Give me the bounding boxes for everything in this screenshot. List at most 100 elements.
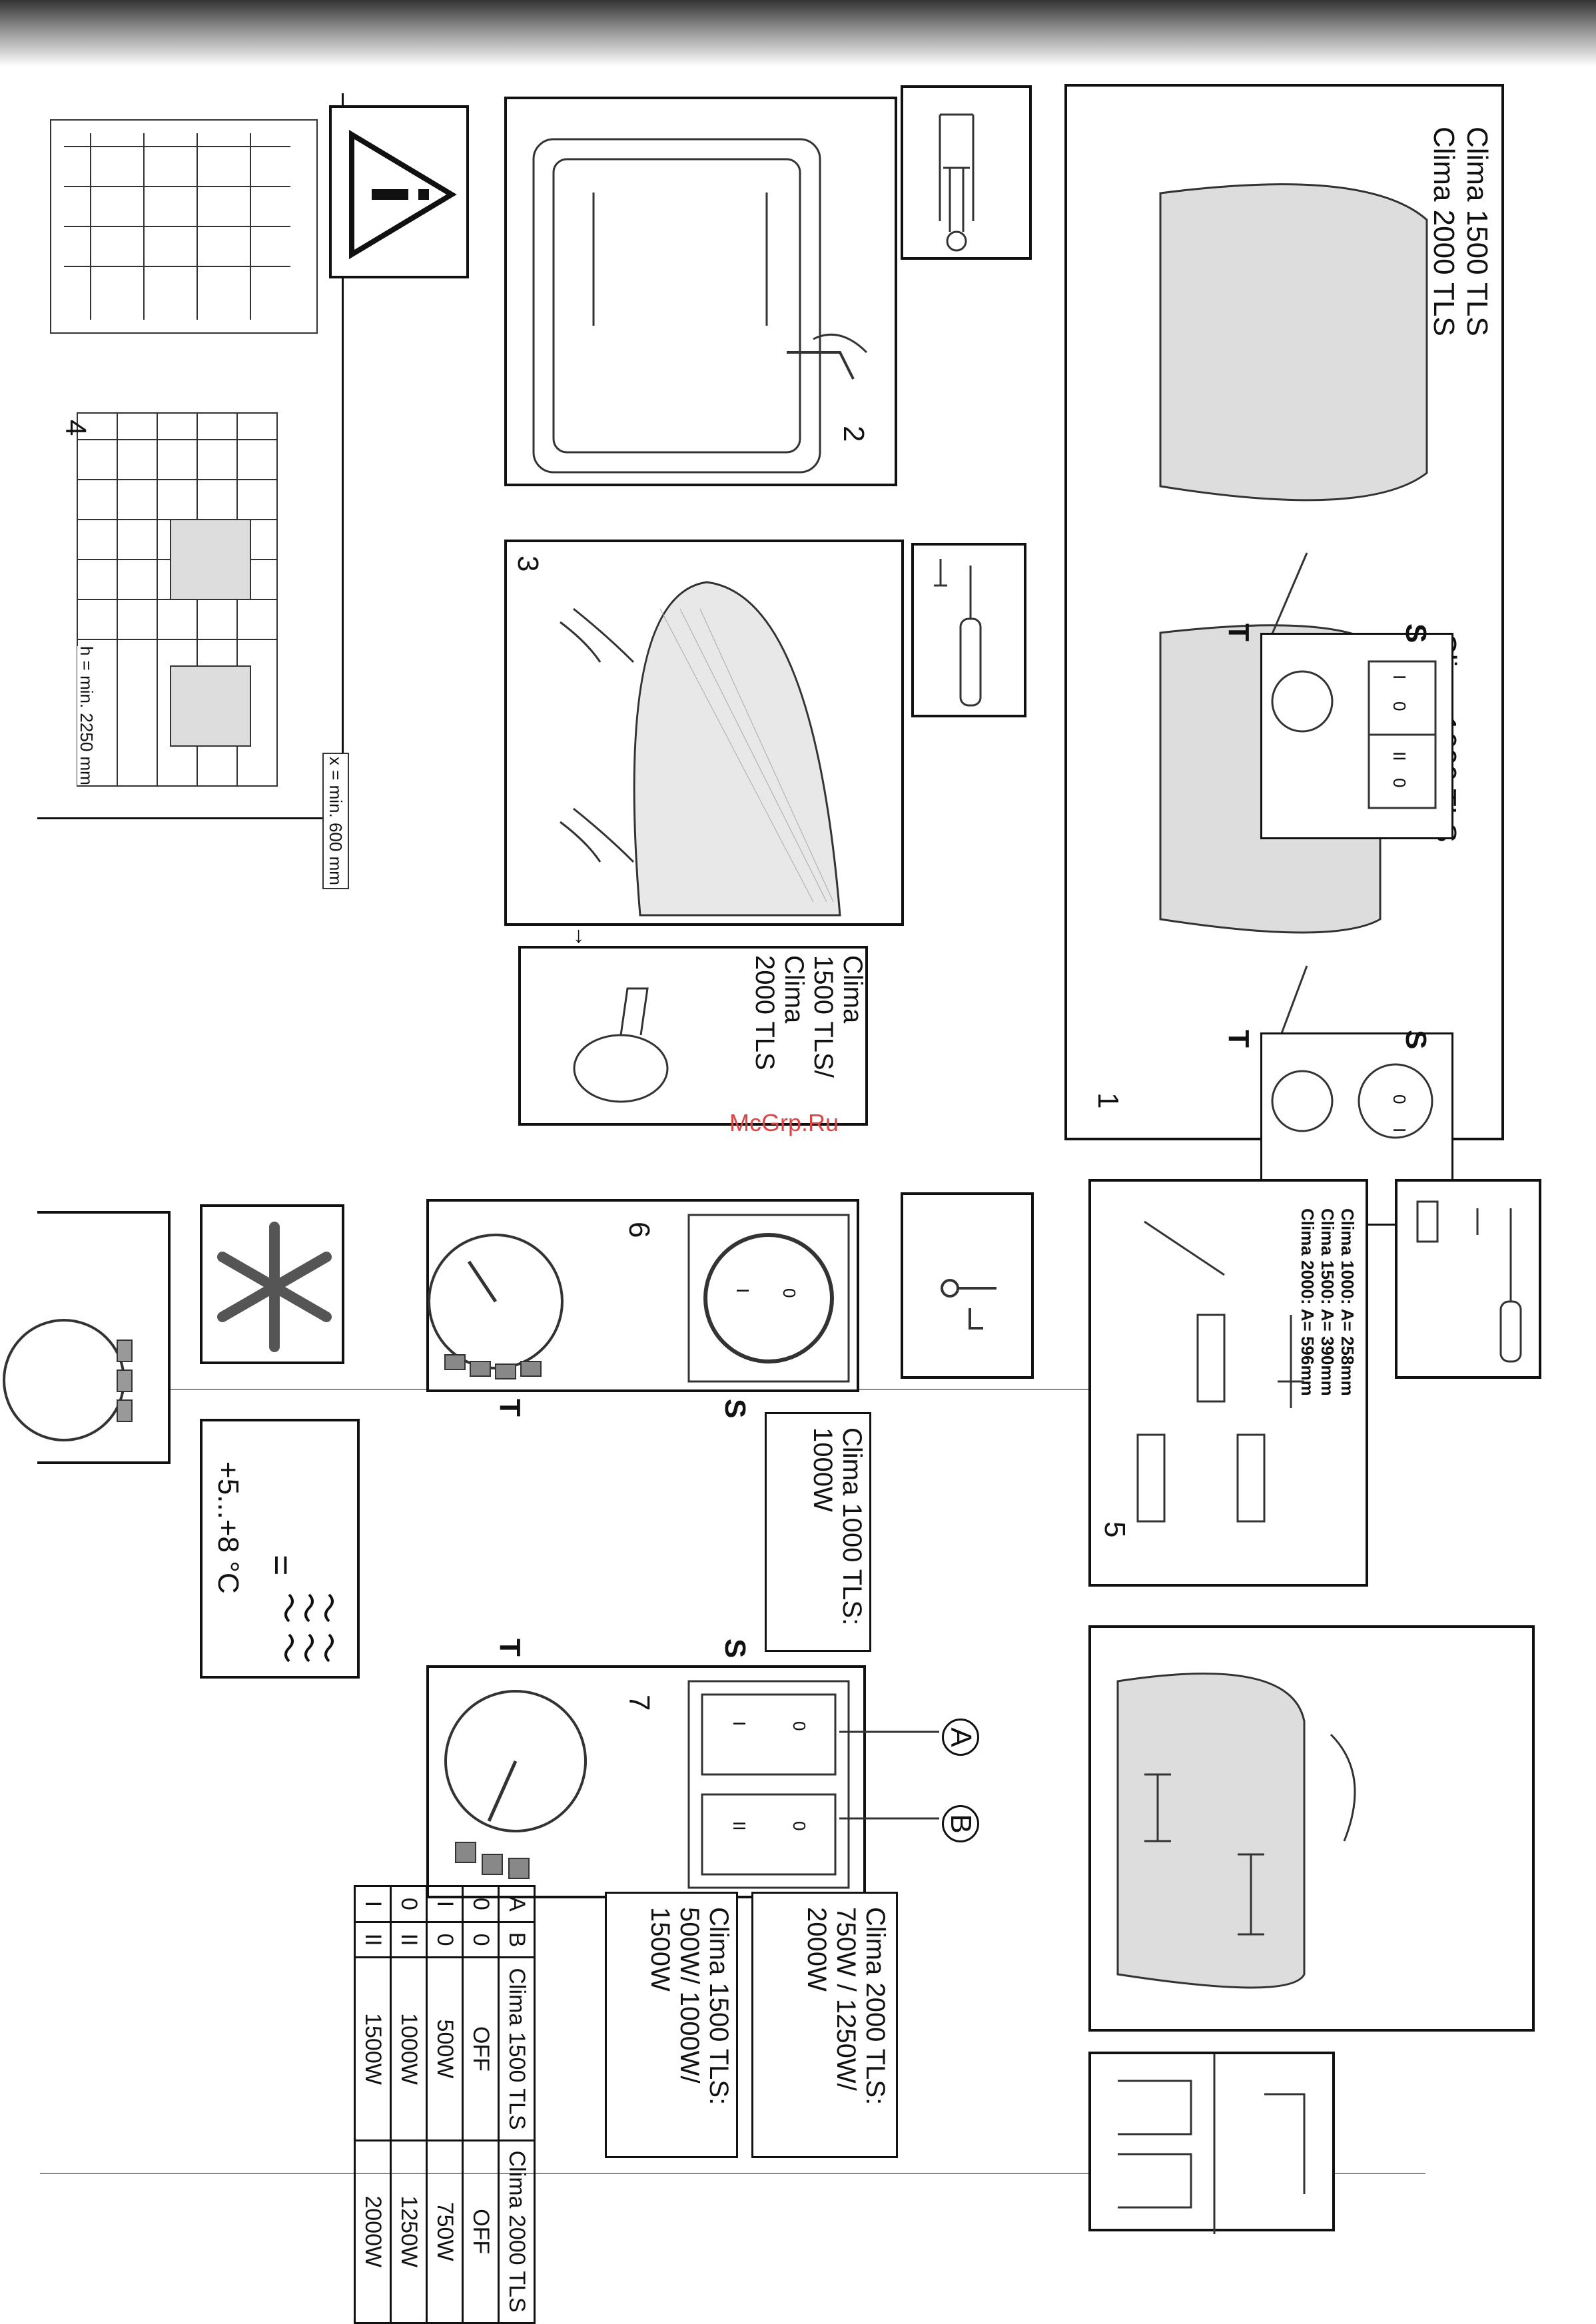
bracket-removal-drawing (1116, 1673, 1356, 1989)
model-2000-box: Clima 2000 TLS: 750W / 1250W/ 2000W (751, 1892, 898, 2158)
panel-6-switch-0: 0 (779, 1288, 799, 1298)
warning-triangle-icon (349, 129, 457, 260)
table-cell: 1500W (354, 1957, 391, 2141)
panel-7-switch-0b: 0 (789, 1821, 809, 1831)
t-label-upper: T (1222, 623, 1255, 641)
panel-1-models: Clima 1500 TLS Clima 2000 TLS Clima 1000… (1064, 84, 1504, 1226)
bracket-removal-panel (1088, 1625, 1535, 2032)
model-1500-label: Clima 1500 TLS: 500W/ 1000W/ 1500W (645, 1907, 733, 2106)
panel-6-switch-i: I (733, 1288, 753, 1294)
table-header-row: A B Clima 1500 TLS Clima 2000 TLS (498, 1886, 535, 2323)
panel-2-number: 2 (837, 426, 870, 442)
clip-detail-drawing (1118, 2054, 1306, 2234)
table-cell: 0 (462, 1922, 499, 1958)
heater-feet-drawing (560, 581, 841, 917)
two-person-box (901, 85, 1032, 260)
bathroom-zone-drawing (50, 119, 318, 787)
s-label-lower: S (1399, 1030, 1432, 1050)
wall-bracket-drawing (532, 138, 868, 474)
tools-box-3 (911, 543, 1026, 717)
panel-4-number: 4 (59, 420, 92, 436)
callout-arrows (839, 1731, 939, 1820)
watermark: McGrp.Ru (729, 1109, 839, 1136)
table-cell: 500W (426, 1957, 463, 2141)
table-header-cell: Clima 2000 TLS (498, 2140, 535, 2323)
table-cell: 2000W (354, 2140, 391, 2323)
switch-ii-label: II (1390, 751, 1409, 761)
panel-4-installation: 4 x = min. 600 mm h = min. 2250 mm (37, 93, 349, 889)
panel-6-dial (428, 1214, 850, 1383)
foot-detail-drawing (573, 987, 669, 1103)
table-cell: I (426, 1886, 463, 1922)
panel-6-control: 0 I 6 (426, 1199, 859, 1392)
model-2000-label: Clima 2000 TLS: 750W / 1250W/ 2000W (802, 1907, 890, 2106)
table-header-cell: Clima 1500 TLS (498, 1957, 535, 2141)
switch-ic-label: I (1390, 1128, 1409, 1133)
panel-7-s-label: S (719, 1639, 751, 1659)
panel-3-model-label: Clima 1500 TLS/ Clima 2000 TLS (750, 955, 867, 1078)
panel-1-number: 1 (1092, 1092, 1124, 1109)
table-header-cell: B (498, 1922, 535, 1958)
table-cell: 1000W (390, 1957, 427, 2141)
switch-i-label: I (1390, 675, 1409, 680)
panel-7-switch-i: I (729, 1721, 749, 1727)
switch-0a-label: 0 (1390, 701, 1409, 711)
t-label-lower: T (1222, 1030, 1255, 1048)
table-cell: OFF (462, 1957, 499, 2141)
panel-7-switch-0a: 0 (789, 1721, 809, 1731)
table-cell: II (390, 1922, 427, 1958)
distance-x-label: x = min. 600 mm (322, 753, 349, 889)
table-cell: 0 (426, 1922, 463, 1958)
thermostat-knob-icon (1271, 660, 1437, 809)
frost-snowflake-box (200, 1204, 344, 1364)
panel-6-model: Clima 1000 TLS: 1000W (808, 1427, 867, 1626)
thermo-arrow-box (901, 1192, 1034, 1379)
clip-detail-panel (1088, 2052, 1335, 2234)
distance-h-label: h = min. 2250 mm (77, 646, 97, 785)
thermostat-partial-panel (3, 1211, 171, 1464)
screwdriver-icon (934, 559, 982, 707)
panel-6-number: 6 (623, 1222, 655, 1238)
model-1500-box: Clima 1500 TLS: 500W/ 1000W/ 1500W (605, 1892, 738, 2158)
heat-wave-icon (284, 1593, 334, 1663)
snowflake-icon (217, 1222, 332, 1352)
thermometer-icon (941, 1279, 997, 1330)
table-row: 0 II 1000W 1250W (390, 1886, 427, 2323)
panel-3-feet: 3 (504, 540, 904, 926)
panel-7-control: 0 I 0 II 7 (426, 1665, 866, 1898)
panel-6-s-label: S (719, 1399, 751, 1419)
panel-7-switch-ii: II (729, 1821, 749, 1831)
panel-3-model-detail: Clima 1500 TLS/ Clima 2000 TLS (518, 946, 868, 1126)
panel-2-wall-mount: 2 (504, 97, 897, 486)
table-cell: 1250W (390, 2140, 427, 2323)
panel-6-model-box: Clima 1000 TLS: 1000W (765, 1412, 871, 1652)
callout-a: A (942, 1719, 979, 1756)
frost-info-box: = +5...+8 °C (200, 1419, 360, 1679)
panel-5-brackets: Clima 1000: A= 258mm Clima 1500: A= 390m… (1088, 1179, 1368, 1587)
panel-3-arrow: ↓ (573, 923, 584, 948)
table-row: I II 1500W 2000W (354, 1886, 391, 2323)
table-cell: II (354, 1922, 391, 1958)
callout-b: B (942, 1805, 979, 1842)
heater-2000-drawing (1159, 183, 1428, 1073)
s-label-upper: S (1399, 623, 1432, 643)
panel-7-dial (444, 1680, 850, 1889)
panel-3-number: 3 (512, 556, 544, 572)
table-cell: 750W (426, 2140, 463, 2323)
scan-edge (0, 0, 1596, 67)
person-icon (939, 113, 975, 252)
switch-0c-label: 0 (1390, 1094, 1409, 1104)
panel-7-number: 7 (623, 1695, 655, 1711)
table-row: I 0 500W 750W (426, 1886, 463, 2323)
table-cell: OFF (462, 2140, 499, 2323)
warning-box (329, 105, 469, 278)
panel-1-control-upper: I 0 II 0 (1260, 633, 1453, 839)
table-cell: I (354, 1886, 391, 1922)
partial-dial-icon (3, 1319, 133, 1441)
tools-box-5 (1395, 1179, 1541, 1379)
panel-6-t-label: T (494, 1399, 526, 1417)
panel-7-t-label: T (494, 1639, 526, 1657)
screwdriver-icon-2 (1416, 1200, 1522, 1363)
fold-line (40, 2173, 1425, 2174)
table-row: 0 0 OFF OFF (462, 1886, 499, 2323)
